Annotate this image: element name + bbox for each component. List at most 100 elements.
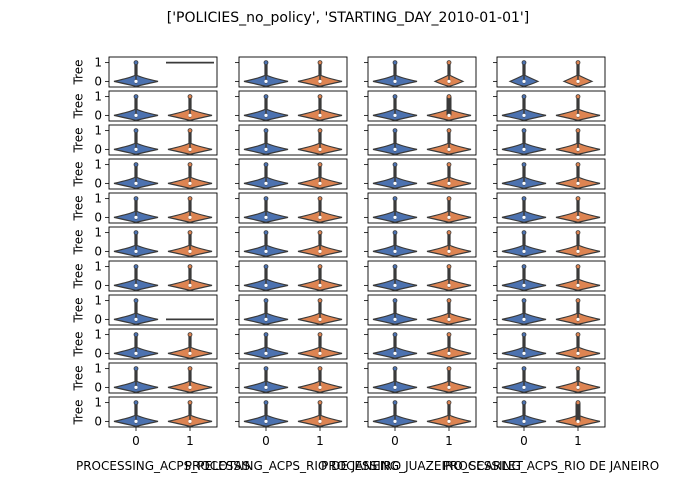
panel: 01	[94, 158, 218, 190]
panel: 01	[94, 362, 218, 394]
panel	[235, 192, 348, 224]
panel	[493, 328, 606, 360]
violin-median-point	[576, 351, 580, 355]
panel	[493, 226, 606, 258]
violin-max-point	[317, 60, 323, 66]
y-axis-label: Tree	[72, 297, 86, 323]
y-tick-label: 0	[94, 244, 102, 258]
violin-max-point	[133, 128, 139, 134]
panel	[493, 124, 606, 156]
violin-median-point	[447, 317, 451, 321]
panel: 01	[94, 90, 218, 122]
violin-max-point	[263, 196, 269, 202]
violin-max-point	[187, 366, 193, 372]
violin-max-point	[263, 60, 269, 66]
violin-max-point	[446, 196, 452, 202]
violin-median-point	[188, 147, 192, 151]
violin-median-point	[576, 385, 580, 389]
violin-max-point	[575, 60, 581, 66]
violin-median-point	[318, 113, 322, 117]
violin-max-point	[263, 162, 269, 168]
violin-median-point	[134, 215, 138, 219]
panel-frame	[367, 294, 477, 326]
violin-max-point	[317, 196, 323, 202]
violin-median-point	[447, 147, 451, 151]
violin-median-point	[188, 181, 192, 185]
violin-median-point	[522, 113, 526, 117]
violin-max-point	[187, 94, 193, 100]
violin-max-point	[575, 94, 581, 100]
y-axis-label: Tree	[72, 195, 86, 221]
panel-frame	[367, 260, 477, 292]
violin-max-point	[187, 128, 193, 134]
y-tick-label: 0	[94, 210, 102, 224]
violin-median-point	[134, 249, 138, 253]
violin-median-point	[318, 419, 322, 423]
panel	[364, 362, 477, 394]
violin-max-point	[317, 162, 323, 168]
panel	[493, 260, 606, 292]
panel-frame	[238, 260, 348, 292]
violin-median-point	[576, 181, 580, 185]
violin-median-point	[134, 419, 138, 423]
x-tick-label: 0	[391, 434, 399, 448]
panel-frame	[108, 124, 218, 156]
panel	[235, 56, 348, 88]
violin-median-point	[264, 351, 268, 355]
violin-max-point	[317, 264, 323, 270]
violin-max-point	[133, 400, 139, 406]
panel: 01	[94, 328, 218, 360]
violin-median-point	[393, 215, 397, 219]
violin-median-point	[576, 113, 580, 117]
violin-median-point	[264, 215, 268, 219]
violin-median-point	[134, 181, 138, 185]
violin-median-point	[318, 317, 322, 321]
y-axis-label: Tree	[72, 229, 86, 255]
panel	[364, 158, 477, 190]
panel-frame	[108, 328, 218, 360]
violin-max-point	[392, 128, 398, 134]
y-axis-label: Tree	[72, 365, 86, 391]
panel: 01	[94, 56, 218, 88]
violin-max-point	[133, 366, 139, 372]
violin-median-point	[264, 283, 268, 287]
violin-max-point	[446, 230, 452, 236]
panel-frame	[367, 328, 477, 360]
violin-median-point	[447, 181, 451, 185]
violin-median-point	[264, 249, 268, 253]
violin-max-point	[446, 264, 452, 270]
panel-frame	[238, 192, 348, 224]
y-axis-label: Tree	[72, 331, 86, 357]
panel-frame	[108, 294, 218, 326]
panel	[235, 362, 348, 394]
y-tick-label: 0	[94, 278, 102, 292]
panel-frame	[367, 124, 477, 156]
y-tick-label: 1	[94, 362, 102, 376]
violin-max-point	[575, 196, 581, 202]
panel-frame	[367, 226, 477, 258]
panel	[235, 328, 348, 360]
violin-max-point	[446, 94, 452, 100]
violin-max-point	[521, 128, 527, 134]
violin-median-point	[393, 249, 397, 253]
panel-frame	[367, 56, 477, 88]
panel	[364, 90, 477, 122]
violin-median-point	[393, 317, 397, 321]
panel	[364, 294, 477, 326]
violin-median-point	[522, 283, 526, 287]
violin-max-point	[392, 366, 398, 372]
panel	[364, 56, 477, 88]
y-tick-label: 1	[94, 192, 102, 206]
violin-median-point	[447, 215, 451, 219]
violin-max-point	[263, 400, 269, 406]
x-axis-label: PROCESSING_ACPS_RIO DE JANEIRO	[185, 459, 401, 473]
violin-max-point	[317, 366, 323, 372]
violin-median-point	[522, 317, 526, 321]
violin-max-point	[263, 230, 269, 236]
violin-max-point	[317, 332, 323, 338]
y-tick-label: 1	[94, 260, 102, 274]
violin-max-point	[187, 332, 193, 338]
violin-max-point	[575, 332, 581, 338]
violin-max-point	[392, 230, 398, 236]
